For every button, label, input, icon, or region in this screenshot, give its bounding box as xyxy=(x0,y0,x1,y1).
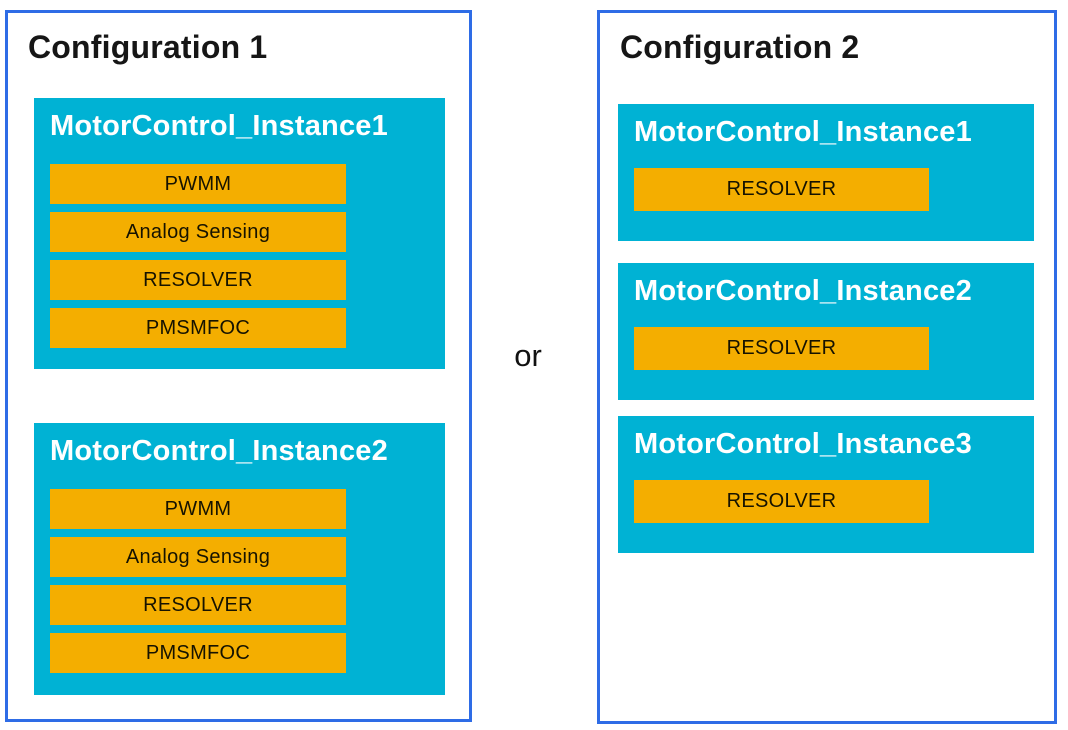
module-pwmm: PWMM xyxy=(50,489,346,529)
module-resolver: RESOLVER xyxy=(634,327,929,370)
module-pmsmfoc: PMSMFOC xyxy=(50,633,346,673)
module-pwmm: PWMM xyxy=(50,164,346,204)
module-resolver: RESOLVER xyxy=(634,168,929,211)
config2-instance3-title: MotorControl_Instance3 xyxy=(634,428,972,460)
config2-instance1-module-list: RESOLVER xyxy=(634,168,929,211)
module-analog-sensing: Analog Sensing xyxy=(50,537,346,577)
config1-instance1-module-list: PWMM Analog Sensing RESOLVER PMSMFOC xyxy=(50,164,346,348)
config2-motorcontrol-instance3-box: MotorControl_Instance3 RESOLVER xyxy=(618,416,1034,553)
module-resolver: RESOLVER xyxy=(50,585,346,625)
or-label: or xyxy=(514,338,542,373)
config2-instance3-module-list: RESOLVER xyxy=(634,480,929,523)
config2-instance1-title: MotorControl_Instance1 xyxy=(634,116,972,148)
configuration-2-title: Configuration 2 xyxy=(620,29,860,65)
config1-instance2-module-list: PWMM Analog Sensing RESOLVER PMSMFOC xyxy=(50,489,346,673)
configuration-2-panel: Configuration 2 MotorControl_Instance1 R… xyxy=(597,10,1057,724)
configuration-1-panel: Configuration 1 MotorControl_Instance1 P… xyxy=(5,10,472,722)
config2-motorcontrol-instance2-box: MotorControl_Instance2 RESOLVER xyxy=(618,263,1034,400)
config1-motorcontrol-instance2-box: MotorControl_Instance2 PWMM Analog Sensi… xyxy=(34,423,445,695)
module-resolver: RESOLVER xyxy=(634,480,929,523)
config2-instance2-module-list: RESOLVER xyxy=(634,327,929,370)
module-pmsmfoc: PMSMFOC xyxy=(50,308,346,348)
config1-instance2-title: MotorControl_Instance2 xyxy=(50,435,388,467)
module-resolver: RESOLVER xyxy=(50,260,346,300)
config1-instance1-title: MotorControl_Instance1 xyxy=(50,110,388,142)
config2-instance2-title: MotorControl_Instance2 xyxy=(634,275,972,307)
config1-motorcontrol-instance1-box: MotorControl_Instance1 PWMM Analog Sensi… xyxy=(34,98,445,369)
configuration-1-title: Configuration 1 xyxy=(28,29,268,65)
config2-motorcontrol-instance1-box: MotorControl_Instance1 RESOLVER xyxy=(618,104,1034,241)
module-analog-sensing: Analog Sensing xyxy=(50,212,346,252)
